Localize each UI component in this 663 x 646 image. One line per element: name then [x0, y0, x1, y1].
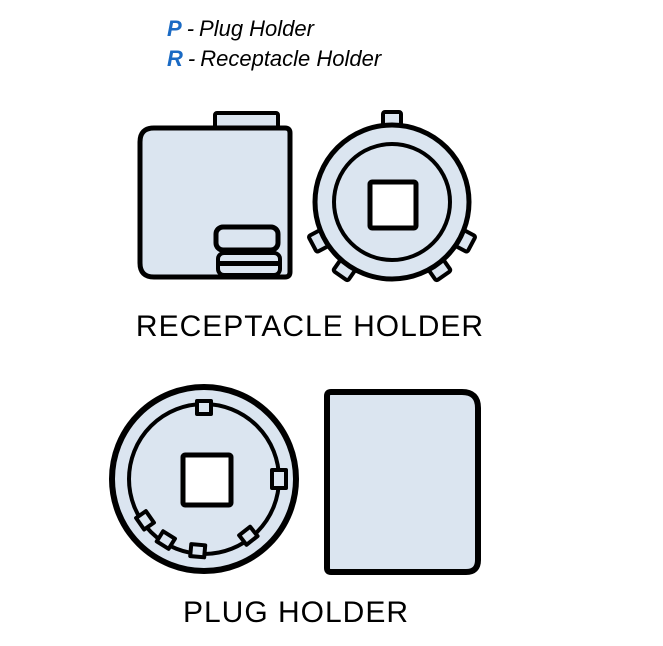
receptacle-upper-slot — [213, 224, 281, 253]
plug-key-notch-right — [270, 468, 288, 490]
legend-separator: - — [186, 16, 195, 41]
receptacle-inner-ring — [332, 142, 452, 262]
legend-item-receptacle: R-Receptacle Holder — [167, 44, 381, 74]
receptacle-front-view — [307, 110, 477, 283]
receptacle-caption: RECEPTACLE HOLDER — [135, 310, 485, 343]
legend-label-receptacle: Receptacle Holder — [200, 46, 382, 71]
plug-rim-bump-bottom — [188, 542, 208, 560]
plug-rim-bump-left — [134, 509, 156, 532]
legend-key-p: P — [167, 16, 182, 41]
plug-caption: PLUG HOLDER — [182, 596, 410, 629]
plug-key-notch-top — [195, 399, 213, 416]
legend-item-plug: P-Plug Holder — [167, 14, 381, 44]
plug-square-hole — [180, 452, 234, 508]
plug-body — [324, 389, 481, 575]
receptacle-square-hole — [367, 179, 419, 231]
legend-key-r: R — [167, 46, 183, 71]
receptacle-lower-slot-divider — [220, 261, 278, 266]
plug-front-view — [109, 384, 299, 574]
plug-rim-bump-lower-left — [154, 529, 177, 551]
plug-side-view — [324, 389, 481, 575]
legend-label-plug: Plug Holder — [199, 16, 314, 41]
receptacle-side-view — [137, 111, 293, 280]
legend-separator: - — [187, 46, 196, 71]
plug-rim-bump-lower-right — [237, 524, 260, 547]
legend: P-Plug Holder R-Receptacle Holder — [167, 14, 381, 74]
